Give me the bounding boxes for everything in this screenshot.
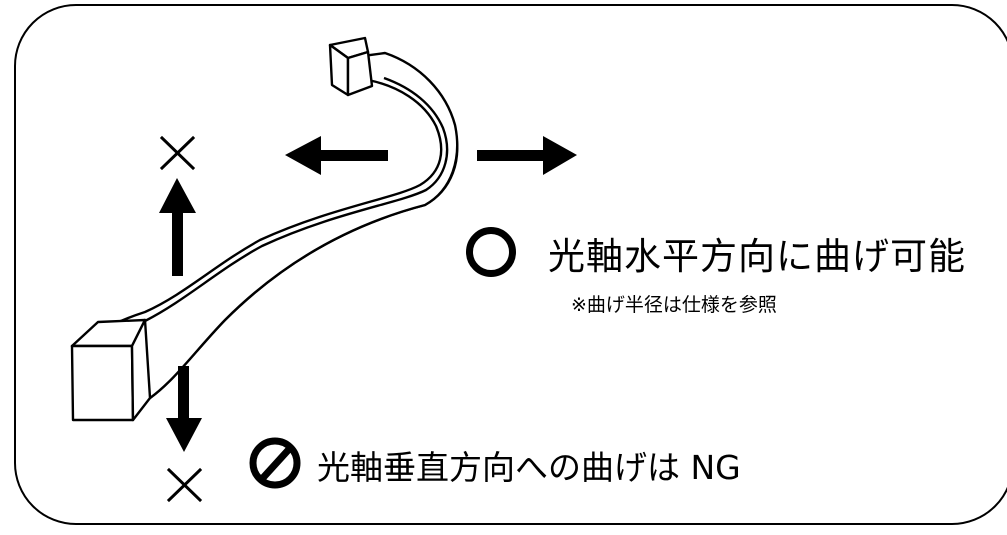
diagram-frame bbox=[14, 4, 1007, 525]
cross-icon-bottom bbox=[166, 467, 203, 503]
ok-note: ※曲げ半径は仕様を参照 bbox=[571, 294, 777, 316]
ng-caption: 光軸垂直方向への曲げは NG bbox=[317, 448, 741, 487]
ribbon-block-side bbox=[130, 318, 152, 422]
arrow-up bbox=[159, 178, 196, 276]
arrow-right bbox=[477, 136, 577, 175]
ribbon-edge-line bbox=[144, 76, 449, 323]
ribbon-top-end-side bbox=[346, 50, 374, 97]
arrow-down bbox=[166, 366, 202, 452]
prohibited-icon bbox=[249, 437, 301, 489]
arrows bbox=[159, 136, 577, 452]
cross-icon-top bbox=[159, 135, 196, 171]
cross-marks bbox=[159, 135, 203, 503]
ok-caption: 光軸水平方向に曲げ可能 bbox=[548, 235, 966, 278]
ribbon-block-front bbox=[70, 344, 135, 422]
flexible-ribbon-illustration bbox=[70, 36, 459, 422]
ok-circle-icon bbox=[466, 227, 516, 277]
arrow-left bbox=[285, 136, 388, 175]
ribbon-top-face bbox=[70, 51, 459, 400]
